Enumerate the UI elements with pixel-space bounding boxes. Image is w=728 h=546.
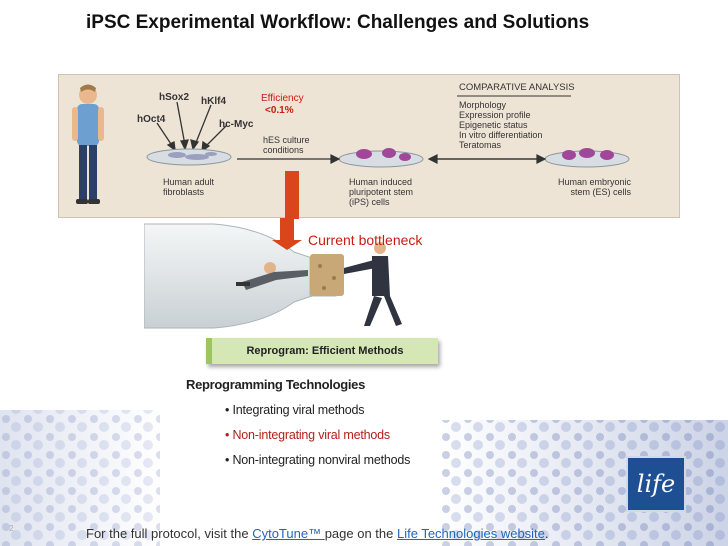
cytotune-link[interactable]: CytoTune™ [252, 526, 325, 541]
comparative-item: Expression profile [459, 110, 531, 120]
culture-conditions-label: hES culture conditions [263, 135, 310, 155]
footer-text: For the full protocol, visit the CytoTun… [86, 526, 549, 541]
callout-box: Reprogram: Efficient Methods [206, 338, 438, 364]
section-heading: Reprogramming Technologies [186, 377, 366, 392]
workflow-diagram: hSox2 hKlf4 hOct4 hc-Myc Efficiency <0.1… [58, 74, 680, 219]
bullet-item: • Non-integrating nonviral methods [225, 453, 411, 467]
page-number: 2 [9, 524, 14, 533]
comparative-analysis-heading: COMPARATIVE ANALYSIS [459, 82, 575, 93]
bullet-text: Integrating viral methods [232, 403, 365, 417]
es-cells-label: Human embryonic stem (ES) cells [557, 177, 631, 197]
factor-hklf4: hKlf4 [201, 96, 226, 107]
businessman-pulling-icon [344, 242, 402, 326]
comparative-item: Epigenetic status [459, 120, 528, 130]
fibroblast-dish-icon [146, 148, 232, 166]
comparative-item: In vitro differentiation [459, 130, 543, 140]
comparative-item: Morphology [459, 100, 507, 110]
diagram-graphics [72, 84, 630, 219]
callout-label: Reprogram: Efficient Methods [246, 345, 404, 357]
life-logo: life [626, 456, 686, 512]
bullet-item: • Non-integrating viral methods [225, 428, 390, 442]
life-technologies-link[interactable]: Life Technologies website [396, 526, 545, 541]
ips-cells-label: Human induced pluripotent stem (iPS) cel… [349, 177, 414, 207]
footer-suffix: . [544, 526, 549, 541]
es-dish-icon [544, 148, 630, 168]
logo-text: life [636, 470, 676, 498]
bullet-item: • Integrating viral methods [225, 403, 365, 417]
fibroblasts-label: Human adult fibroblasts [163, 177, 215, 197]
comparative-item: Teratomas [459, 140, 502, 150]
bottleneck-label: Current bottleneck [308, 232, 423, 248]
efficiency-value: <0.1% [265, 105, 294, 116]
efficiency-label: Efficiency [261, 93, 304, 104]
slide-title: iPSC Experimental Workflow: Challenges a… [86, 12, 590, 33]
footer-middle: page on the [324, 526, 397, 541]
businessman-pushing-icon [236, 262, 308, 290]
ips-dish-icon [338, 148, 424, 168]
factor-hsox2: hSox2 [159, 92, 190, 103]
footer-prefix: For the full protocol, visit the [86, 526, 253, 541]
factor-hoct4: hOct4 [137, 114, 166, 125]
person-icon [72, 84, 104, 204]
bottleneck-illustration [144, 218, 402, 329]
cork-icon [310, 254, 344, 296]
factor-hcmyc: hc-Myc [219, 119, 254, 130]
bullet-text: Non-integrating viral methods [232, 428, 390, 442]
bullet-text: Non-integrating nonviral methods [232, 453, 411, 467]
